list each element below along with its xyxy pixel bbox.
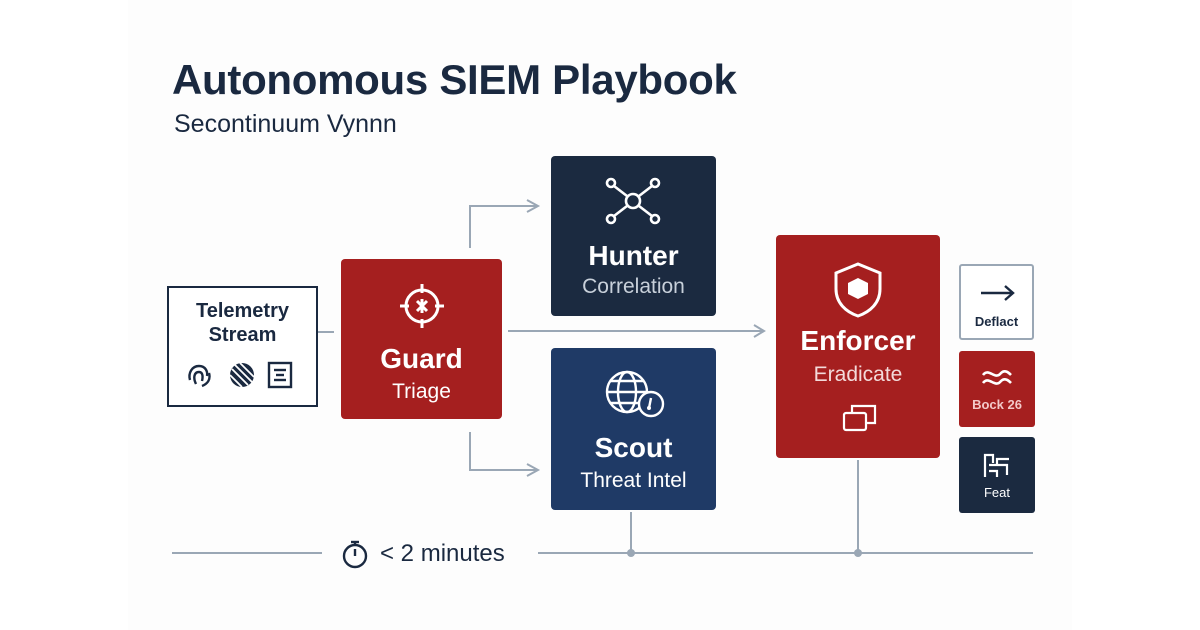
node-guard: Guard Triage [341, 259, 502, 419]
connector-guard-scout [469, 432, 538, 471]
shield-icon [834, 262, 882, 318]
node-hunter-name: Hunter [588, 240, 679, 271]
page-subtitle: Secontinuum Vynnn [174, 110, 397, 138]
timeline-marker-enforcer [854, 549, 862, 557]
fingerprint-icon [188, 364, 211, 388]
striped-ball-icon [229, 362, 255, 388]
action-label-bock: Bock 26 [972, 397, 1022, 412]
node-hunter-role: Correlation [582, 275, 685, 298]
telemetry-label: Telemetry Stream [195, 300, 289, 346]
arrow-right-icon [981, 285, 1015, 301]
telemetry-stream-box: Telemetry Stream [167, 286, 318, 407]
action-card-deflact: Deflact [959, 264, 1034, 340]
action-card-feat: Feat [959, 437, 1035, 513]
node-guard-name: Guard [380, 343, 463, 374]
timeline-marker-scout [627, 549, 635, 557]
arrowhead-scout [526, 463, 541, 477]
node-enforcer: Enforcer Eradicate [776, 235, 940, 458]
connector-guard-hunter [469, 205, 538, 248]
action-card-bock: Bock 26 [959, 351, 1035, 427]
node-scout-name: Scout [594, 432, 673, 463]
arrowhead-enforcer [753, 324, 766, 338]
arrowhead-hunter [526, 199, 541, 213]
node-guard-role: Triage [392, 380, 451, 403]
globe-icon [605, 370, 665, 418]
network-icon [605, 177, 661, 225]
timeline-label: < 2 minutes [380, 540, 505, 567]
node-enforcer-role: Eradicate [813, 363, 903, 386]
tool-icon [983, 453, 1009, 477]
crosshair-icon [400, 284, 444, 328]
page-title: Autonomous SIEM Playbook [172, 56, 737, 103]
node-scout-role: Threat Intel [580, 469, 687, 492]
node-hunter: Hunter Correlation [551, 156, 716, 316]
document-icon [267, 361, 293, 389]
wave-icon [981, 370, 1012, 385]
action-label-feat: Feat [983, 485, 1010, 500]
node-enforcer-name: Enforcer [800, 325, 916, 356]
windows-icon [842, 404, 877, 432]
stopwatch-icon [342, 540, 368, 569]
node-scout: Scout Threat Intel [551, 348, 716, 510]
action-label-deflact: Deflact [974, 314, 1019, 329]
